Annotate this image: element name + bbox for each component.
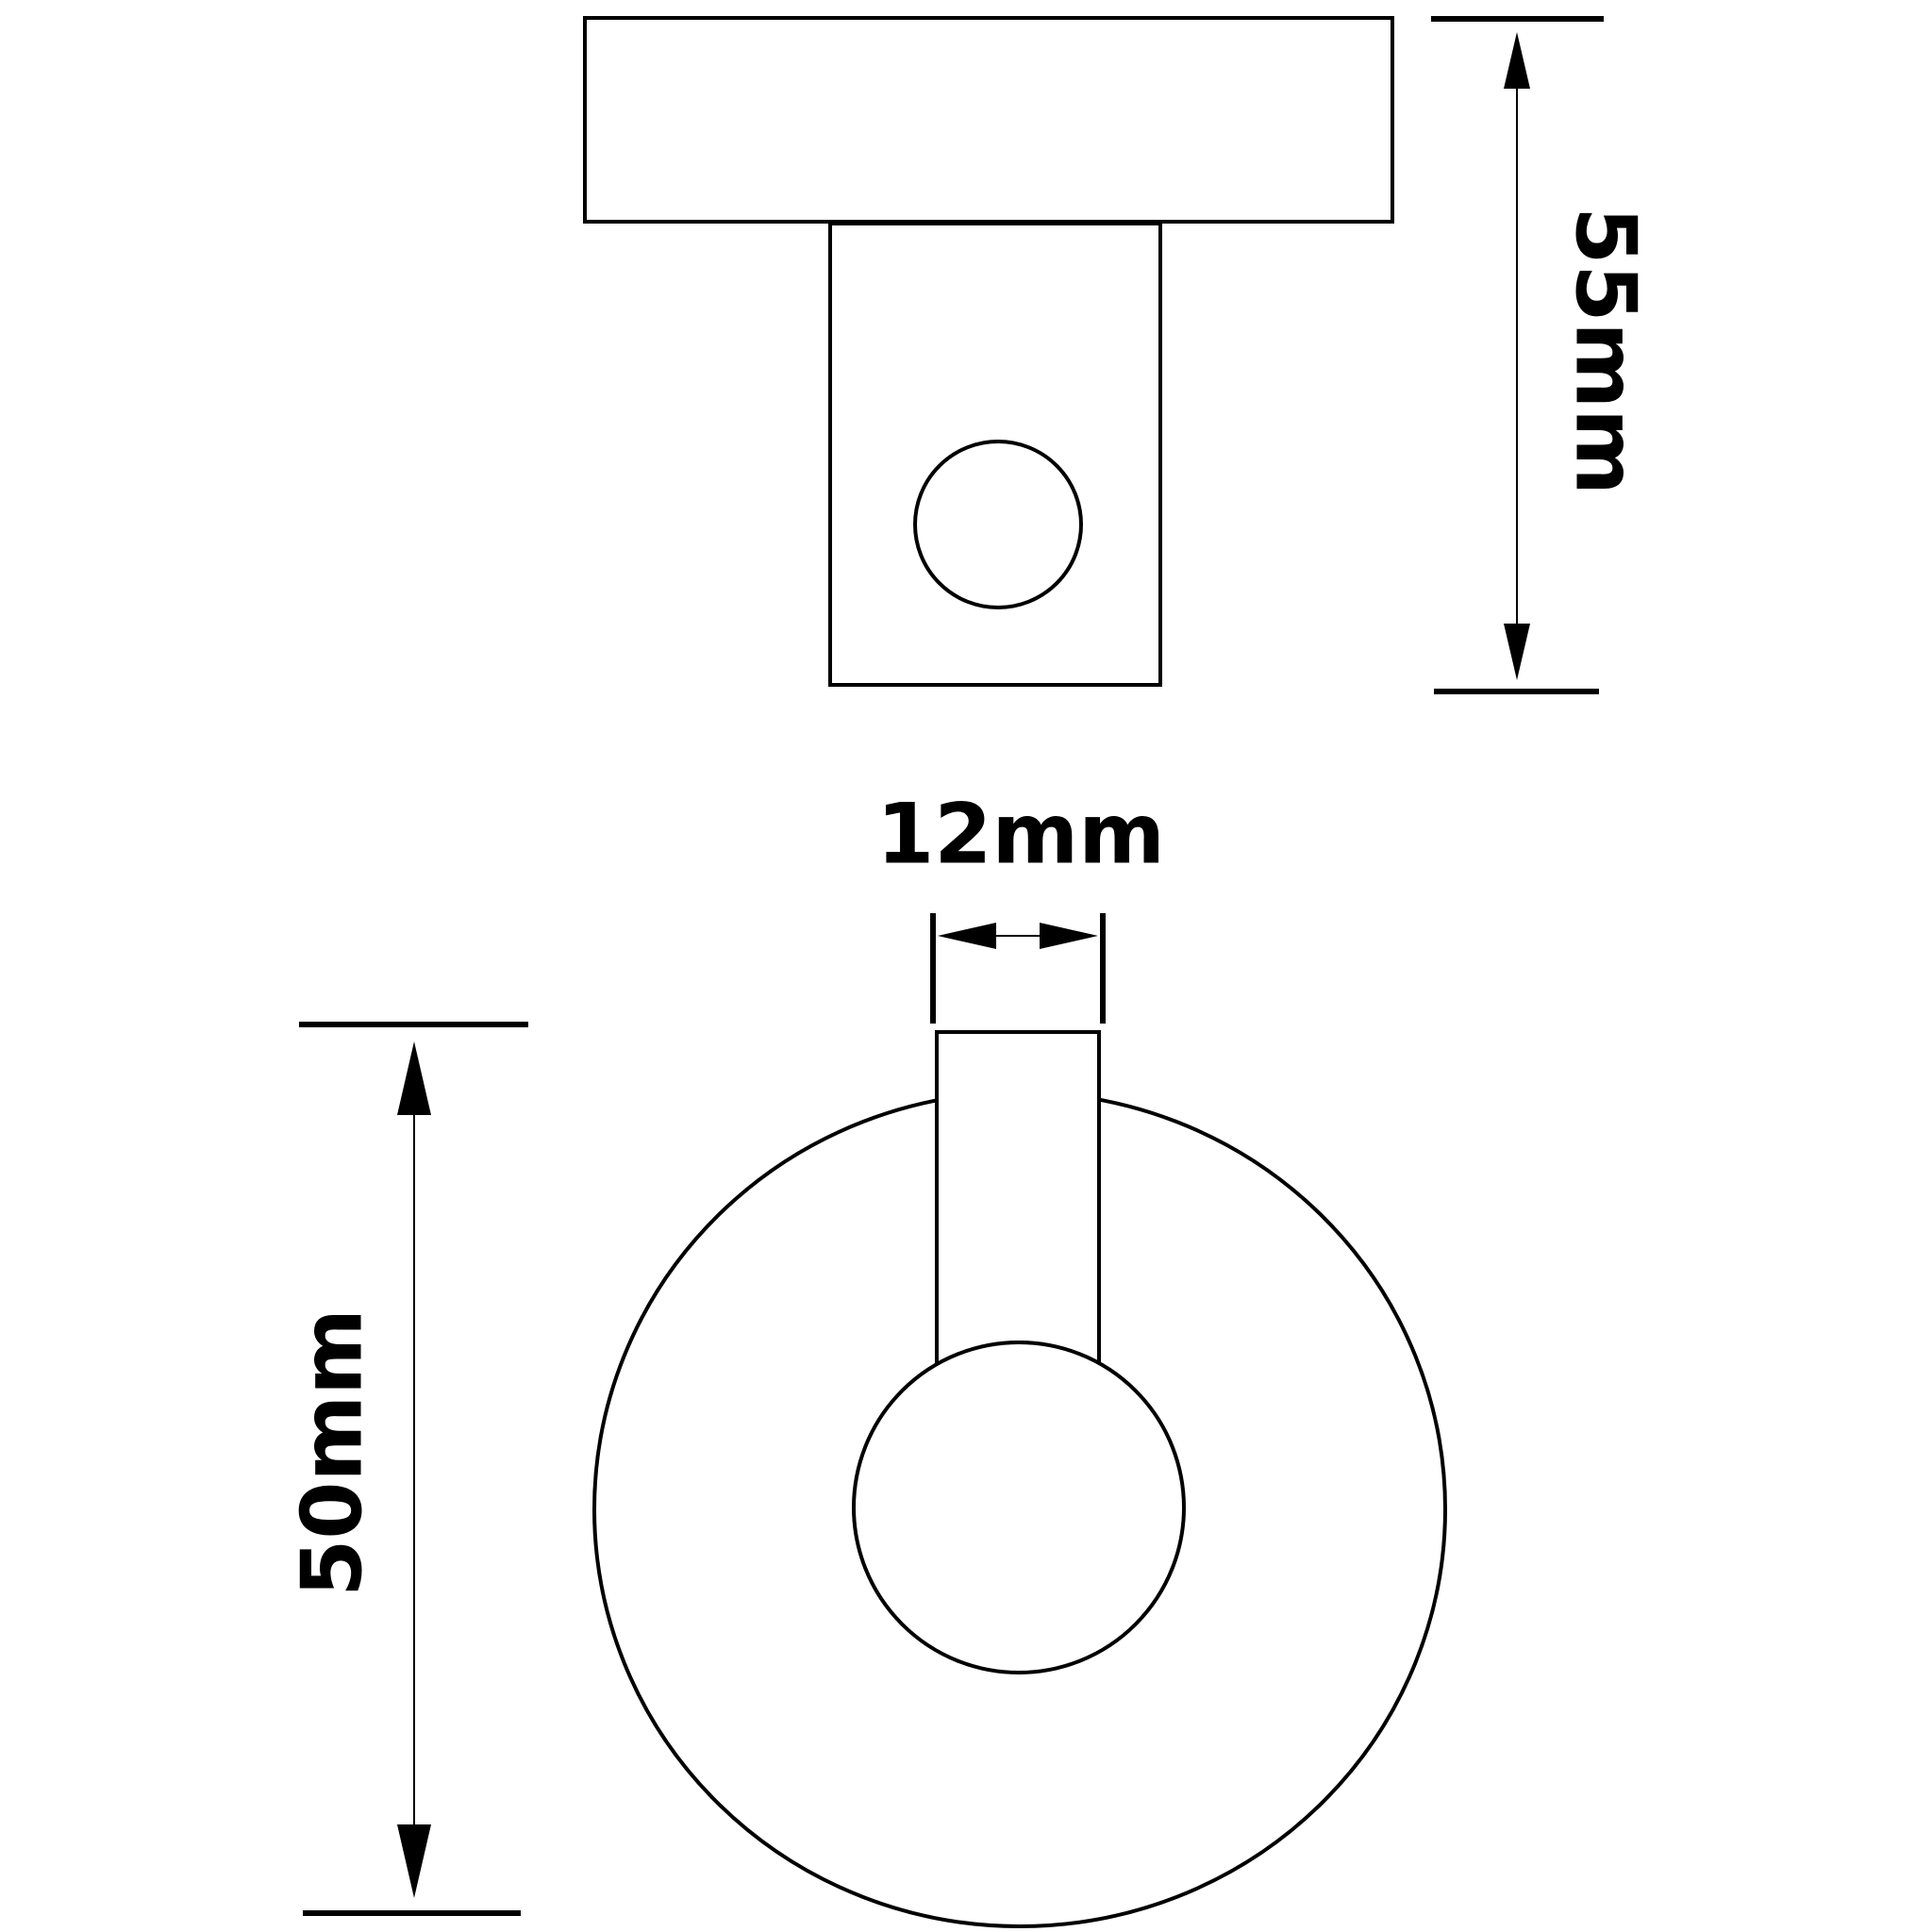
depth-dimension: 55mm [1431, 16, 1655, 694]
side-view-knob [913, 440, 1083, 609]
diameter-dimension: 50mm [284, 1022, 528, 1916]
diameter-arrow-down [397, 1824, 431, 1898]
width-arrow-right [1040, 923, 1098, 949]
width-label: 12mm [876, 786, 1165, 883]
diameter-label: 50mm [284, 1308, 381, 1597]
depth-arrow-up [1504, 32, 1530, 89]
front-view-arm [935, 1030, 1101, 1369]
diameter-arrow-up [397, 1041, 431, 1115]
front-view-knob [852, 1341, 1186, 1674]
side-view-base-plate [583, 16, 1394, 224]
depth-label: 55mm [1557, 207, 1655, 495]
width-dimension: 12mm [876, 786, 1165, 1024]
depth-arrow-down [1504, 624, 1530, 680]
front-view [592, 1030, 1447, 1928]
side-view [583, 16, 1394, 687]
width-arrow-left [938, 923, 996, 949]
